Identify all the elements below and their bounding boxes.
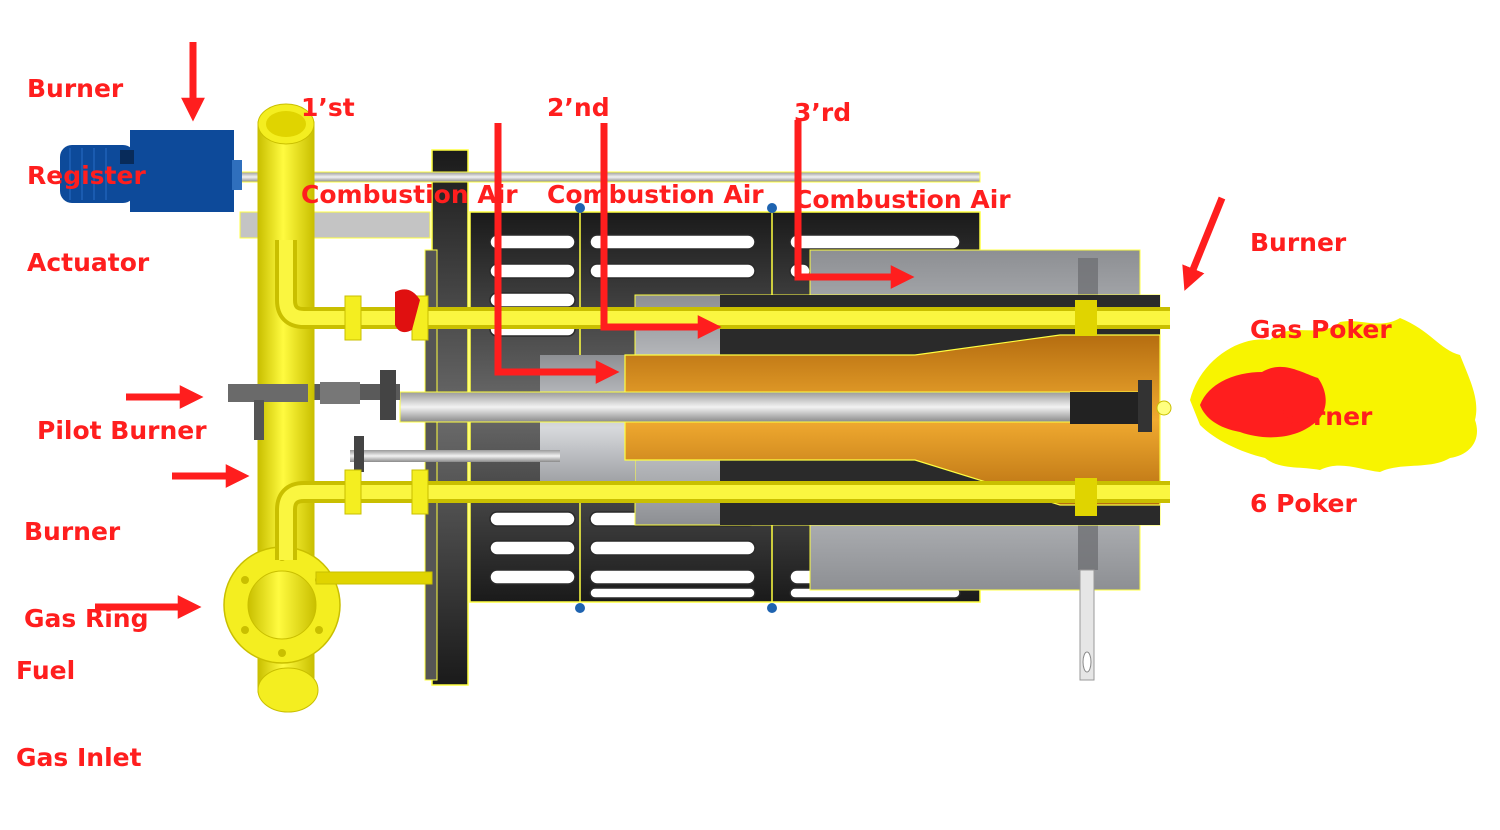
label-line: Combustion Air	[794, 185, 1011, 214]
label-line: Fuel	[16, 656, 76, 685]
label-line: 6 Poker	[1250, 489, 1357, 518]
label-line: Pilot Burner	[37, 416, 207, 445]
label-line: Gas Inlet	[16, 743, 142, 772]
flame	[1190, 318, 1478, 472]
label-line: 1 Burner	[1250, 402, 1373, 431]
label-line: 2’nd	[547, 93, 610, 122]
label-gas-poker: Burner Gas Poker 1 Burner 6 Poker	[1250, 170, 1392, 576]
label-first-combustion-air: 1’st Combustion Air	[301, 35, 518, 267]
label-register-actuator: Burner Register Actuator	[27, 16, 149, 335]
gas-poker-lower	[275, 469, 1170, 560]
inlet-support	[315, 571, 433, 585]
label-line: Register	[27, 161, 146, 190]
label-fuel-gas-inlet: Fuel Gas Inlet	[16, 598, 142, 830]
label-second-combustion-air: 2’nd Combustion Air	[547, 35, 764, 267]
label-gas-ring: Burner Gas Ring	[24, 459, 149, 691]
gas-ring-header	[223, 103, 341, 713]
label-line: Gas Poker	[1250, 315, 1392, 344]
burner-illustration	[60, 103, 1478, 713]
pilot-connector	[228, 384, 308, 440]
label-line: Combustion Air	[301, 180, 518, 209]
label-line: Burner	[1250, 228, 1347, 257]
label-line: Actuator	[27, 248, 150, 277]
burner-diagram: Burner Register Actuator 1’st Combustion…	[16, 16, 1478, 772]
register-actuator	[60, 130, 242, 212]
label-line: 1’st	[301, 93, 355, 122]
center-lance	[300, 370, 1172, 472]
label-pilot-burner: Pilot Burner	[37, 358, 207, 503]
label-third-combustion-air: 3’rd Combustion Air	[794, 40, 1011, 272]
label-line: 3’rd	[794, 98, 852, 127]
label-line: Burner	[27, 74, 124, 103]
gas-poker-upper	[275, 240, 1170, 341]
label-line: Burner	[24, 517, 121, 546]
label-line: Combustion Air	[547, 180, 764, 209]
